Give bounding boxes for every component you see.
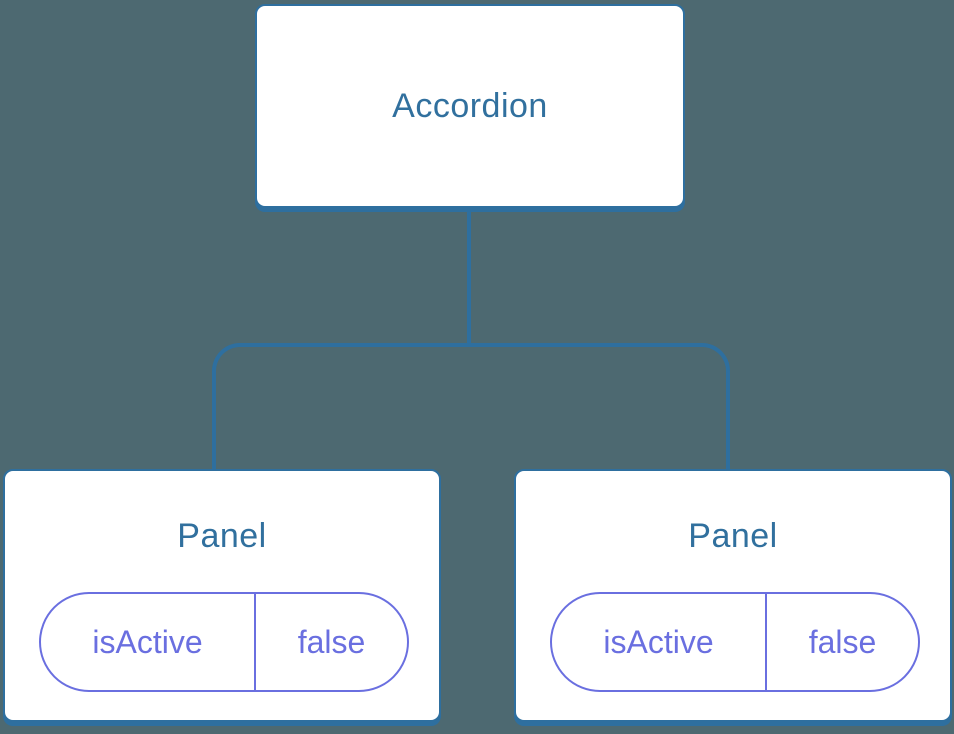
state-value: false <box>765 594 918 690</box>
accordion-node: Accordion <box>255 4 685 208</box>
connector-stem <box>467 206 471 346</box>
panel-node-left: Panel isActive false <box>3 469 441 722</box>
accordion-node-label: Accordion <box>392 86 548 125</box>
panel-node-label: Panel <box>688 517 778 555</box>
connector-bracket <box>212 343 730 469</box>
panel-node-right: Panel isActive false <box>514 469 952 722</box>
state-value: false <box>254 594 407 690</box>
state-pill: isActive false <box>550 592 920 692</box>
panel-node-label: Panel <box>177 517 267 555</box>
state-key: isActive <box>603 623 714 660</box>
state-key: isActive <box>92 623 203 660</box>
state-pill: isActive false <box>39 592 409 692</box>
